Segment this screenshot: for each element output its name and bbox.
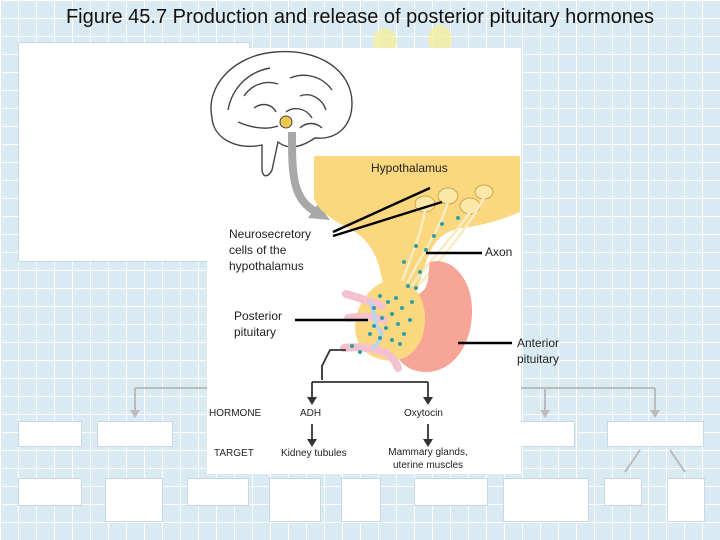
hormone-dots bbox=[350, 216, 460, 354]
label-posterior-pituitary: Posterior pituitary bbox=[234, 309, 283, 339]
label-axon: Axon bbox=[485, 245, 513, 259]
bg-box-8 bbox=[269, 478, 321, 522]
neuron-cells bbox=[414, 184, 494, 215]
bg-box-4 bbox=[607, 421, 704, 447]
bg-box-7 bbox=[187, 478, 249, 506]
bg-box-5 bbox=[18, 478, 82, 506]
bg-box-9 bbox=[341, 478, 381, 522]
brain-hypothalamus-marker bbox=[279, 115, 293, 129]
bg-box-10 bbox=[414, 478, 488, 506]
capillaries bbox=[368, 300, 384, 350]
target-mammary-uterine: Mammary glands, uterine muscles bbox=[388, 447, 468, 471]
label-neurosecretory-cells: Neurosecretory cells of the hypothalamus bbox=[229, 227, 312, 273]
figure-panel bbox=[207, 48, 521, 474]
bg-box-1 bbox=[18, 421, 82, 447]
bg-box-13 bbox=[667, 478, 705, 522]
target-row-label: TARGET bbox=[214, 448, 254, 459]
zoom-arrowhead bbox=[308, 204, 330, 220]
bg-box-6 bbox=[105, 478, 163, 522]
hormone-branch-lines bbox=[311, 349, 429, 440]
hormone-row-label: HORMONE bbox=[209, 408, 262, 419]
hormone-oxytocin: Oxytocin bbox=[404, 408, 443, 419]
label-anterior-pituitary: Anterior pituitary bbox=[517, 336, 560, 366]
figure-title: Figure 45.7 Production and release of po… bbox=[65, 6, 655, 28]
target-kidney-tubules: Kidney tubules bbox=[281, 448, 347, 459]
bg-box-11 bbox=[503, 478, 589, 522]
zoom-arrow bbox=[288, 131, 320, 217]
bg-box-12 bbox=[604, 478, 642, 506]
hormone-adh: ADH bbox=[300, 408, 322, 419]
bg-box-2 bbox=[97, 421, 173, 447]
hypothalamus-region bbox=[314, 156, 520, 303]
label-hypothalamus: Hypothalamus bbox=[371, 161, 448, 175]
brain-outline bbox=[210, 50, 353, 177]
leader-lines bbox=[295, 186, 512, 345]
hormone-branch-arrowheads bbox=[307, 397, 433, 447]
